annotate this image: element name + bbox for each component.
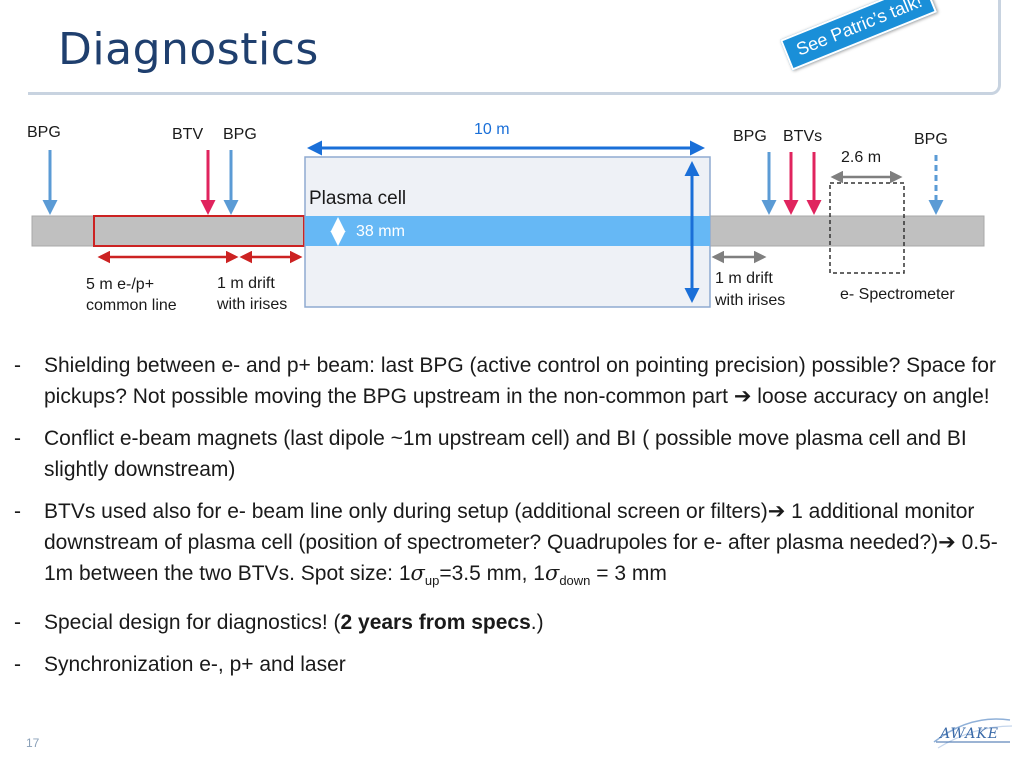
bullet-dash: - bbox=[14, 500, 21, 523]
bullet-text: Shielding between e- and p+ beam: last B… bbox=[44, 350, 1002, 412]
label-bpg: BPG bbox=[733, 128, 767, 145]
title-frame bbox=[28, 0, 1001, 95]
bullet-text-part: 1 additional monitor downstream of plasm… bbox=[44, 500, 975, 554]
label-btvs: BTVs bbox=[783, 128, 823, 145]
bullet-item: - Shielding between e- and p+ beam: last… bbox=[12, 350, 1002, 412]
label-2-6m: 2.6 m bbox=[841, 149, 882, 166]
bullet-text: Special design for diagnostics! (2 years… bbox=[44, 607, 1002, 638]
sigma-symbol: σ bbox=[410, 561, 425, 585]
bullet-text-part: =3.5 mm, 1 bbox=[439, 562, 545, 585]
bullet-list: - Shielding between e- and p+ beam: last… bbox=[12, 350, 1002, 691]
bullet-text: BTVs used also for e- beam line only dur… bbox=[44, 496, 1002, 596]
bullet-text-part: .) bbox=[530, 611, 544, 635]
bullet-item: - Synchronization e-, p+ and laser bbox=[12, 649, 1002, 680]
label-drift-left-2: with irises bbox=[217, 296, 288, 313]
label-bpg: BPG bbox=[27, 124, 61, 141]
sigma-symbol: σ bbox=[544, 561, 560, 585]
bullet-text-part: Special design for diagnostics! ( bbox=[44, 611, 341, 635]
bullet-dash: - bbox=[14, 427, 21, 450]
bullet-text: Synchronization e-, p+ and laser bbox=[44, 653, 346, 677]
subscript-down: down bbox=[559, 573, 591, 589]
slide-title: Diagnostics bbox=[58, 24, 319, 75]
label-drift-left-1: 1 m drift bbox=[217, 275, 275, 292]
label-drift-right-1: 1 m drift bbox=[715, 270, 773, 287]
label-drift-right-2: with irises bbox=[715, 292, 786, 309]
beamline-diagram bbox=[31, 140, 985, 308]
awake-logo-icon bbox=[933, 718, 1013, 749]
bullet-dash: - bbox=[14, 611, 21, 635]
bullet-item: - Conflict e-beam magnets (last dipole ~… bbox=[12, 423, 1002, 485]
bullet-text-part: BTVs used also for e- beam line only dur… bbox=[44, 500, 768, 523]
logo-wordmark: AWAKE bbox=[940, 726, 1000, 742]
bullet-text: Conflict e-beam magnets (last dipole ~1m… bbox=[44, 427, 967, 481]
arrow-icon: ➔ bbox=[767, 499, 786, 523]
bullet-item: - Special design for diagnostics! (2 yea… bbox=[12, 607, 1002, 638]
bullet-text-part: = 3 mm bbox=[590, 562, 667, 585]
bullet-text-part: 0.5-1m between the two BTVs. Spot size: … bbox=[44, 531, 998, 585]
bullet-text-bold: 2 years from specs bbox=[340, 611, 531, 635]
bullet-dash: - bbox=[14, 354, 21, 377]
bullet-text-part: loose accuracy on angle! bbox=[751, 385, 990, 408]
bullet-text-part: Shielding between e- and p+ beam: last B… bbox=[44, 354, 996, 408]
label-10m: 10 m bbox=[474, 121, 510, 138]
label-btv: BTV bbox=[172, 126, 204, 143]
label-bpg: BPG bbox=[223, 126, 257, 143]
label-common-line-2: common line bbox=[86, 297, 177, 314]
subscript-up: up bbox=[424, 573, 440, 589]
arrow-icon: ➔ bbox=[733, 384, 752, 408]
common-line-box bbox=[93, 215, 305, 247]
arrow-icon: ➔ bbox=[938, 530, 956, 554]
label-bpg: BPG bbox=[914, 131, 948, 148]
plasma-channel bbox=[305, 216, 710, 246]
bullet-dash: - bbox=[14, 653, 21, 677]
label-spectrometer: e- Spectrometer bbox=[840, 286, 955, 303]
bullet-item: - BTVs used also for e- beam line only d… bbox=[12, 496, 1002, 596]
label-common-line-1: 5 m e-/p+ bbox=[86, 276, 155, 293]
label-plasma-cell: Plasma cell bbox=[309, 188, 407, 209]
label-38mm: 38 mm bbox=[356, 223, 405, 240]
page-number: 17 bbox=[26, 736, 40, 750]
